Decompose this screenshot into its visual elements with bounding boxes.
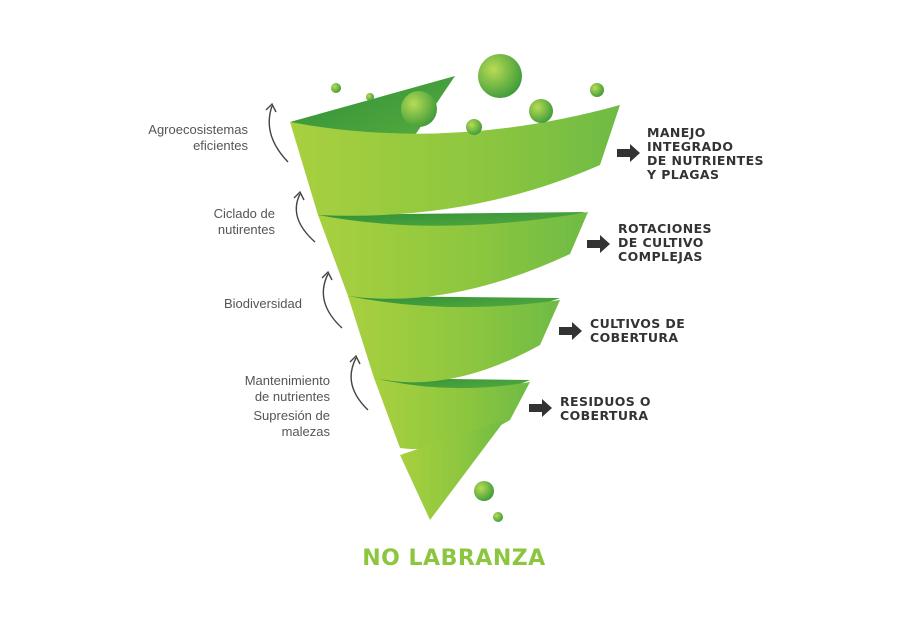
bubble [493,512,503,522]
label-residuos-o-cobertura: RESIDUOS O COBERTURA [560,394,651,423]
spiral-band-2 [318,212,588,299]
curved-up-arrow-icon [350,357,369,411]
bubble [590,83,604,97]
arrow-right-icon [617,144,640,162]
bubble [478,54,522,98]
label-rotaciones-de-cultivo: ROTACIONES DE CULTIVO COMPLEJAS [618,221,712,264]
arrow-right-icon [559,322,582,340]
bubble [466,119,482,135]
bubble [366,93,374,101]
label-mantenimiento-de-nutrientes: Mantenimiento de nutrientes [244,373,330,404]
label-biodiversidad: Biodiversidad [223,296,302,311]
diagram-title: NO LABRANZA [362,546,546,571]
label-cultivos-de-cobertura: CULTIVOS DE COBERTURA [590,316,686,345]
curved-up-arrow-icon [268,105,289,163]
curved-arrows [265,102,369,411]
spiral-bottom-tip [400,420,505,520]
curved-up-arrow-icon-head [293,190,305,201]
curved-up-arrow-icon [322,273,343,329]
curved-up-arrow-icon-head [265,102,277,113]
arrow-right-icon [587,235,610,253]
label-supresion-de-malezas: Supresión de malezas [253,408,330,439]
label-agroecosistemas-eficientes: Agroecosistemas eficientes [148,122,248,153]
bubble [331,83,341,93]
spiral-band-3 [348,296,560,383]
label-manejo-integrado: MANEJO INTEGRADO DE NUTRIENTES Y PLAGAS [647,125,764,182]
spiral-band-1 [290,105,620,216]
arrow-right-icon [529,399,552,417]
curved-up-arrow-icon-head [321,270,333,281]
bubbles [331,54,604,522]
label-ciclado-de-nutirentes: Ciclado de nutirentes [213,206,275,237]
spiral-front-bands [290,105,620,520]
bubble [474,481,494,501]
spiral-band-4 [374,378,530,450]
right-arrows [529,144,640,417]
bubble [529,99,553,123]
bubble [401,91,437,127]
curved-up-arrow-icon-head [349,354,361,365]
curved-up-arrow-icon [295,193,316,243]
